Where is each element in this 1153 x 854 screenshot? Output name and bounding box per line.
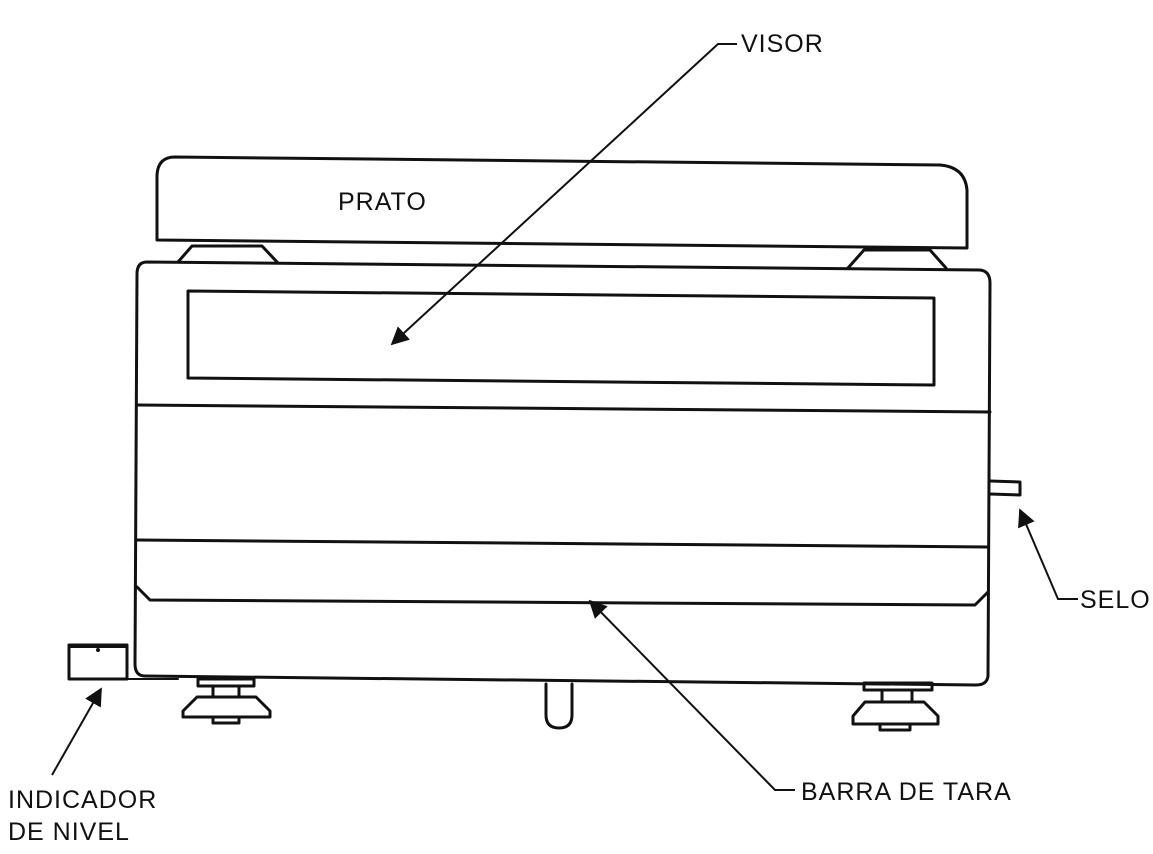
foot-right [851, 681, 940, 732]
leader-indicador-de-nivel [51, 687, 102, 776]
display-window [186, 289, 936, 387]
scale-body [133, 260, 992, 687]
label-indicador-de-nivel-line2: DE NIVEL [8, 818, 130, 846]
platter-support-right [846, 248, 948, 270]
foot-left [181, 677, 272, 725]
leader-selo [1018, 508, 1078, 600]
seal-pin [988, 479, 1022, 497]
platter [155, 155, 969, 250]
label-prato: PRATO [338, 188, 427, 216]
leader-barra-de-tara [588, 599, 795, 791]
level-indicator [67, 643, 179, 681]
label-barra-de-tara: BARRA DE TARA [801, 778, 1012, 806]
label-selo: SELO [1080, 586, 1151, 614]
label-indicador-de-nivel-line1: INDICADOR [8, 786, 157, 814]
platter-support-left [176, 244, 280, 265]
center-pin [544, 682, 574, 730]
leader-visor [390, 43, 737, 346]
label-visor: VISOR [741, 30, 824, 58]
